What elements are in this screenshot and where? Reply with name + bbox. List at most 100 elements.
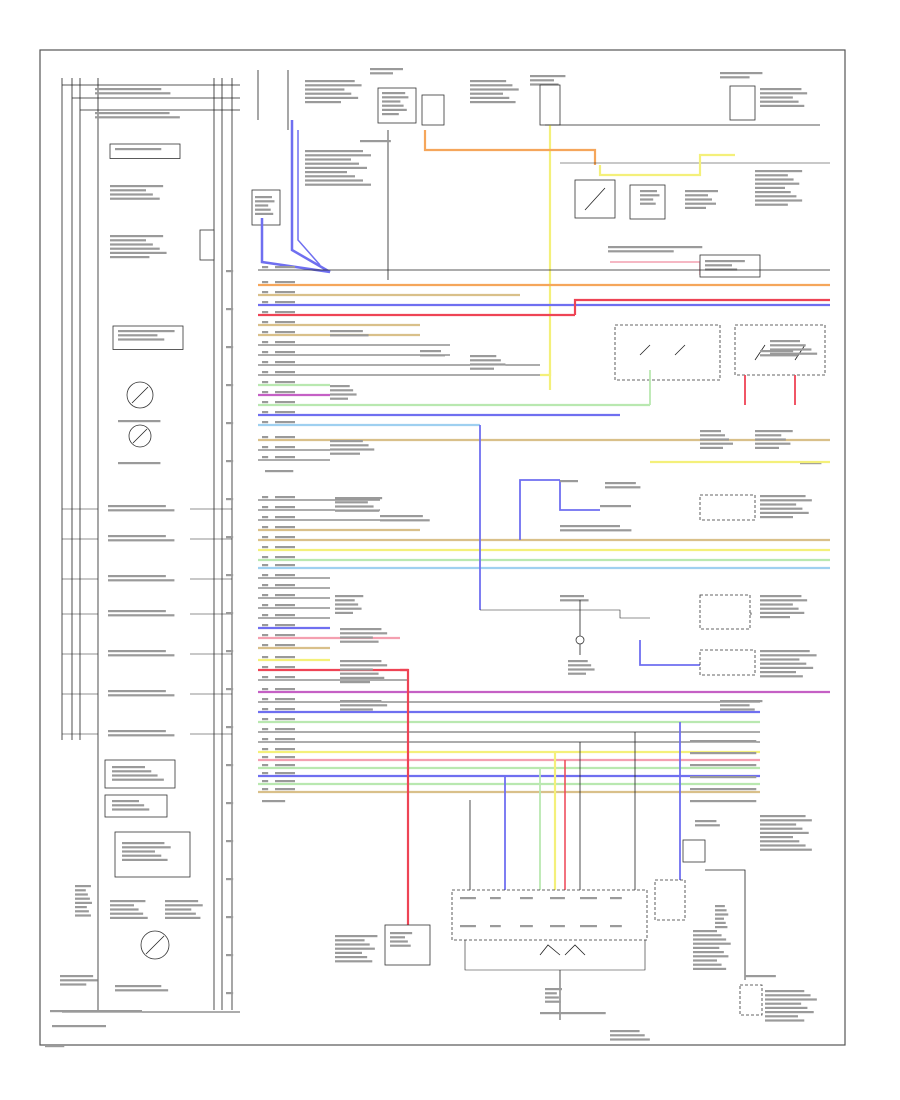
- pin-number: [262, 401, 269, 404]
- component-label: [335, 497, 383, 500]
- component-label: [305, 101, 341, 104]
- switch-contact: [539, 944, 561, 956]
- label-glyph-block: [95, 92, 171, 95]
- pin-number: [262, 446, 269, 449]
- label-glyph-block: [545, 996, 559, 999]
- switch-contact: [794, 344, 806, 361]
- switch-contact: [564, 944, 586, 956]
- switch-contact: [584, 187, 606, 211]
- wire-color-code: [275, 594, 295, 597]
- sensor-label: [165, 900, 199, 903]
- pin-number: [262, 644, 269, 647]
- component-label: [340, 672, 379, 675]
- component-label: [330, 393, 357, 396]
- component-label: [700, 438, 729, 441]
- wire-color-code: [275, 536, 295, 539]
- label-glyph-block: [390, 944, 411, 947]
- sensor-label: [165, 908, 192, 911]
- pin-number: [262, 584, 269, 587]
- wire-color-code: [275, 361, 295, 364]
- pin-number: [262, 311, 269, 314]
- connector-block: [699, 494, 756, 521]
- label-glyph-block: [640, 194, 660, 197]
- pin-number: [262, 496, 269, 499]
- component-label: [335, 599, 355, 602]
- gauge-label: [118, 420, 161, 423]
- label-glyph-block: [95, 88, 162, 91]
- component-label: [530, 83, 559, 86]
- pin-number: [262, 381, 269, 384]
- wire-color-code: [275, 738, 295, 741]
- switch-box: [251, 189, 281, 226]
- component-label: [760, 650, 810, 653]
- gauge-label-box: [109, 143, 181, 159]
- wire-color-code: [275, 698, 295, 701]
- pin-number: [262, 351, 269, 354]
- label-glyph-block: [255, 212, 274, 215]
- component-label: [305, 88, 345, 91]
- label-glyph-block: [715, 913, 729, 916]
- indicator-label: [110, 197, 160, 200]
- component-label: [755, 191, 791, 194]
- wire-color-code: [275, 341, 295, 344]
- component-label: [755, 199, 803, 202]
- pin-number: [262, 564, 269, 567]
- wire-bundle: [251, 68, 830, 925]
- component-label: [330, 448, 375, 451]
- label-glyph-block: [112, 800, 139, 803]
- label-glyph-block: [122, 846, 171, 849]
- component-label: [380, 519, 430, 522]
- indicator-label: [110, 251, 167, 254]
- component-label: [765, 998, 817, 1001]
- control-module-box: [118, 330, 175, 333]
- component-label: [685, 206, 706, 209]
- component-label: [760, 844, 806, 847]
- wire-red: [400, 668, 410, 925]
- component-label: [305, 171, 347, 174]
- component-label: [693, 930, 717, 933]
- label-glyph-block: [715, 921, 726, 924]
- component-label: [335, 595, 364, 598]
- component-label: [693, 955, 729, 958]
- label-glyph-block: [255, 208, 271, 211]
- sensor-label: [110, 908, 139, 911]
- component-label: [470, 84, 513, 87]
- pin-number: [262, 676, 269, 679]
- component-label: [760, 662, 807, 665]
- label-glyph-block: [760, 350, 794, 353]
- component-label: [760, 654, 817, 657]
- component-label: [470, 367, 494, 370]
- component-label: [685, 202, 716, 205]
- indicator-label: [108, 610, 166, 613]
- pin-number: [262, 411, 269, 414]
- wire: [705, 869, 746, 980]
- component-label: [765, 1019, 805, 1022]
- wire-blue: [290, 120, 331, 274]
- bottom-component-area: [335, 815, 817, 1041]
- pin-number: [262, 772, 269, 775]
- component-label: [760, 840, 800, 843]
- pin-number: [262, 321, 269, 324]
- pin-map-label: [690, 740, 757, 743]
- pin-number: [262, 516, 269, 519]
- wire-color-code: [275, 311, 295, 314]
- component-label: [700, 434, 725, 437]
- wire-color-code: [275, 688, 295, 691]
- sensor-label: [75, 897, 90, 900]
- label-glyph-block: [255, 204, 269, 207]
- wire-blue: [639, 640, 700, 666]
- pin-label: [460, 925, 476, 928]
- pin-number: [262, 266, 269, 269]
- component-label: [765, 1011, 814, 1014]
- component-label: [765, 990, 805, 993]
- component-label: [693, 942, 731, 945]
- pin-map-label: [690, 764, 757, 767]
- label-glyph-block: [112, 766, 145, 769]
- wire-color-code: [275, 381, 295, 384]
- label-glyph-block: [360, 140, 391, 143]
- component-label: [755, 442, 791, 445]
- component-label: [760, 815, 806, 818]
- wire-yellow: [540, 370, 552, 377]
- indicator-label: [108, 650, 166, 653]
- switch-box: [614, 324, 721, 381]
